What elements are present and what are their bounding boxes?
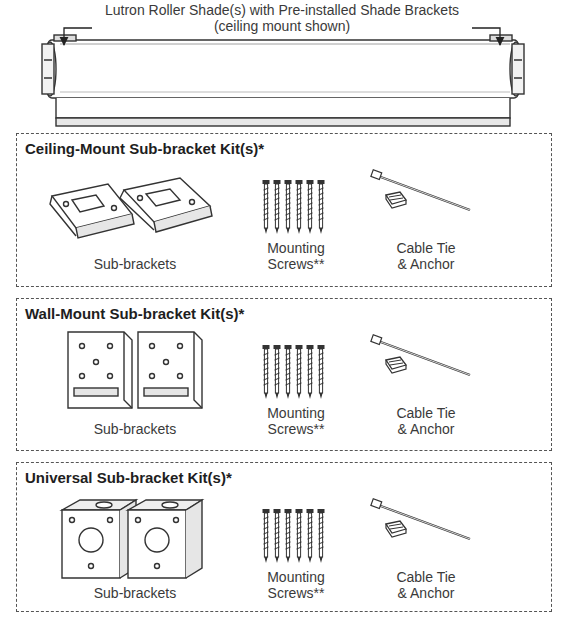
part-name: Mounting Screws** <box>250 569 342 601</box>
part-name: Sub-brackets <box>70 256 200 272</box>
part-name: Sub-brackets <box>70 585 200 601</box>
part-name: Cable Tie & Anchor <box>390 240 462 272</box>
kit-title: Universal Sub-bracket Kit(s)* <box>17 463 551 486</box>
part-name: Cable Tie & Anchor <box>390 569 462 601</box>
part-name: Cable Tie & Anchor <box>390 405 462 437</box>
part-name: Mounting Screws** <box>250 405 342 437</box>
kit-title: Wall-Mount Sub-bracket Kit(s)* <box>17 299 551 322</box>
shade-callout: Lutron Roller Shade(s) with Pre-installe… <box>92 2 472 34</box>
part-name: Sub-brackets <box>70 421 200 437</box>
part-name: Mounting Screws** <box>250 240 342 272</box>
kit-title: Ceiling-Mount Sub-bracket Kit(s)* <box>17 134 551 157</box>
